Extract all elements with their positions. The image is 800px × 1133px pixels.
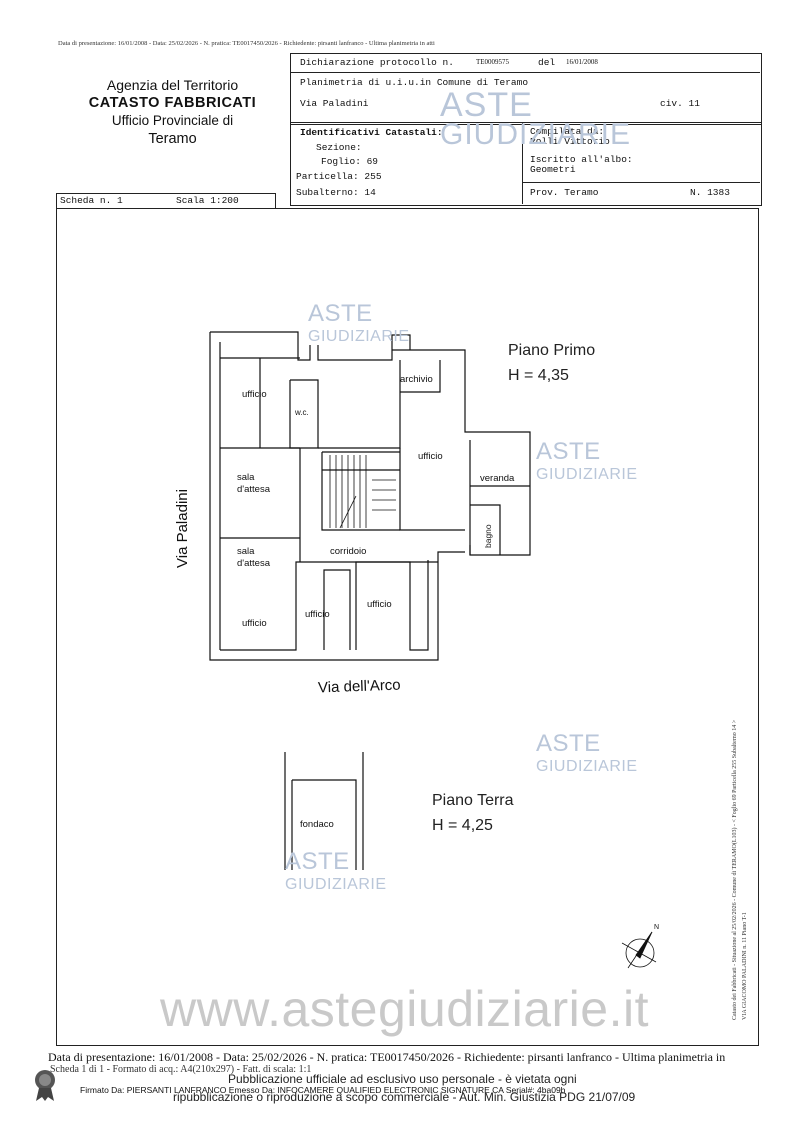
room-fondaco: fondaco [300, 819, 334, 830]
room-corridoio: corridoio [330, 546, 367, 557]
watermark-aste-plan-2: ASTE GIUDIZIARIE [536, 438, 638, 483]
watermark-site-url: www.astegiudiziarie.it [160, 981, 649, 1037]
side-text-via: VIA GIACOMO PALADINI n. 11 Piano T-1 [742, 912, 748, 1020]
watermark-aste-plan-1: ASTE GIUDIZIARIE [308, 300, 410, 345]
dichiarazione-rule [290, 72, 760, 73]
provincia-name: Teramo [148, 131, 197, 147]
room-ufficio-3: ufficio [242, 618, 267, 629]
catasto-title: CATASTO FABBRICATI [88, 95, 257, 111]
subalterno-label: Subalterno: 14 [296, 187, 376, 198]
room-ufficio-5: ufficio [367, 599, 392, 610]
dichiarazione-label: Dichiarazione protocollo n. [300, 57, 454, 68]
room-attesa-1: d'attesa [237, 484, 270, 495]
firma-digitale: Firmato Da: PIERSANTI LANFRANCO Emesso D… [80, 1085, 566, 1095]
watermark-aste-plan-3: ASTE GIUDIZIARIE [536, 730, 638, 775]
level-piano-terra: Piano Terra [432, 792, 514, 809]
sezione-label: Sezione: [316, 142, 362, 153]
agency-name: Agenzia del Territorio [106, 77, 239, 93]
footer-presentazione: Data di presentazione: 16/01/2008 - Data… [48, 1050, 726, 1064]
watermark-aste-plan-4: ASTE GIUDIZIARIE [285, 848, 387, 893]
albo-value: Geometri [530, 164, 576, 175]
header-box-main [290, 53, 762, 125]
room-veranda: veranda [480, 473, 515, 484]
watermark-aste-header: ASTE GIUDIZIARIE [440, 86, 632, 151]
level-piano-primo-height: H = 4,35 [508, 367, 569, 384]
seal-icon [33, 1068, 57, 1102]
compilatore-name: Rolli Vittorio [530, 136, 610, 147]
pubblicazione-line-1: Pubblicazione ufficiale ad esclusivo uso… [228, 1072, 577, 1086]
street-via-paladini: Via Paladini [174, 489, 191, 568]
compass-north-label: N [654, 924, 660, 931]
particella-label: Particella: 255 [296, 171, 382, 182]
prov-rule [522, 182, 760, 183]
room-archivio: archivio [400, 374, 433, 385]
street-via-arco: Via dell'Arco [317, 676, 401, 697]
civico-label: civ. 11 [660, 98, 700, 109]
iscritto-label: Iscritto all'albo: [530, 154, 633, 165]
planimetria-label: Planimetria di u.i.u.in Comune di Teramo [300, 77, 529, 88]
provincia-label: Prov. Teramo [530, 187, 599, 198]
room-ufficio-2: ufficio [418, 451, 443, 462]
side-text-catasto: Catasto dei Fabbricati - Situazione al 2… [732, 719, 738, 1020]
footer-scheda: Scheda 1 di 1 - Formato di acq.: A4(210x… [50, 1064, 312, 1075]
compilata-label: Compilata da: [530, 126, 605, 137]
pubblicazione-line-2: ripubblicazione o riproduzione a scopo c… [173, 1090, 636, 1104]
room-wc: w.c. [295, 408, 309, 417]
del-date: 16/01/2008 [566, 58, 598, 66]
header-box-ident [290, 122, 762, 206]
compass-icon [621, 931, 657, 969]
ufficio-provinciale: Ufficio Provinciale di [111, 113, 234, 128]
room-attesa-2: d'attesa [237, 558, 270, 569]
level-piano-primo: Piano Primo [508, 342, 596, 359]
room-ufficio-4: ufficio [305, 609, 330, 620]
room-sala-2: sala [237, 546, 255, 557]
room-sala-1: sala [237, 472, 255, 483]
agency-block: Agenzia del Territorio CATASTO FABBRICAT… [60, 76, 285, 148]
floor-plan-terra [284, 752, 364, 870]
document-top-line: Data di presentazione: 16/01/2008 - Data… [58, 40, 435, 47]
scheda-number: Scheda n. 1 [60, 195, 123, 206]
del-label: del [538, 57, 556, 68]
foglio-label: Foglio: 69 [321, 156, 379, 167]
numero-iscrizione: N. 1383 [690, 187, 730, 198]
room-ufficio-1: ufficio [242, 389, 267, 400]
via-label: Via Paladini [300, 98, 369, 109]
scala-value: Scala 1:200 [176, 195, 239, 206]
identificativi-label: Identificativi Catastali: [300, 127, 443, 138]
drawing-frame [56, 208, 759, 1046]
room-bagno: bagno [483, 524, 493, 548]
level-piano-terra-height: H = 4,25 [432, 817, 493, 834]
header-divider [522, 122, 523, 204]
dichiarazione-number: TE0009575 [476, 58, 510, 66]
